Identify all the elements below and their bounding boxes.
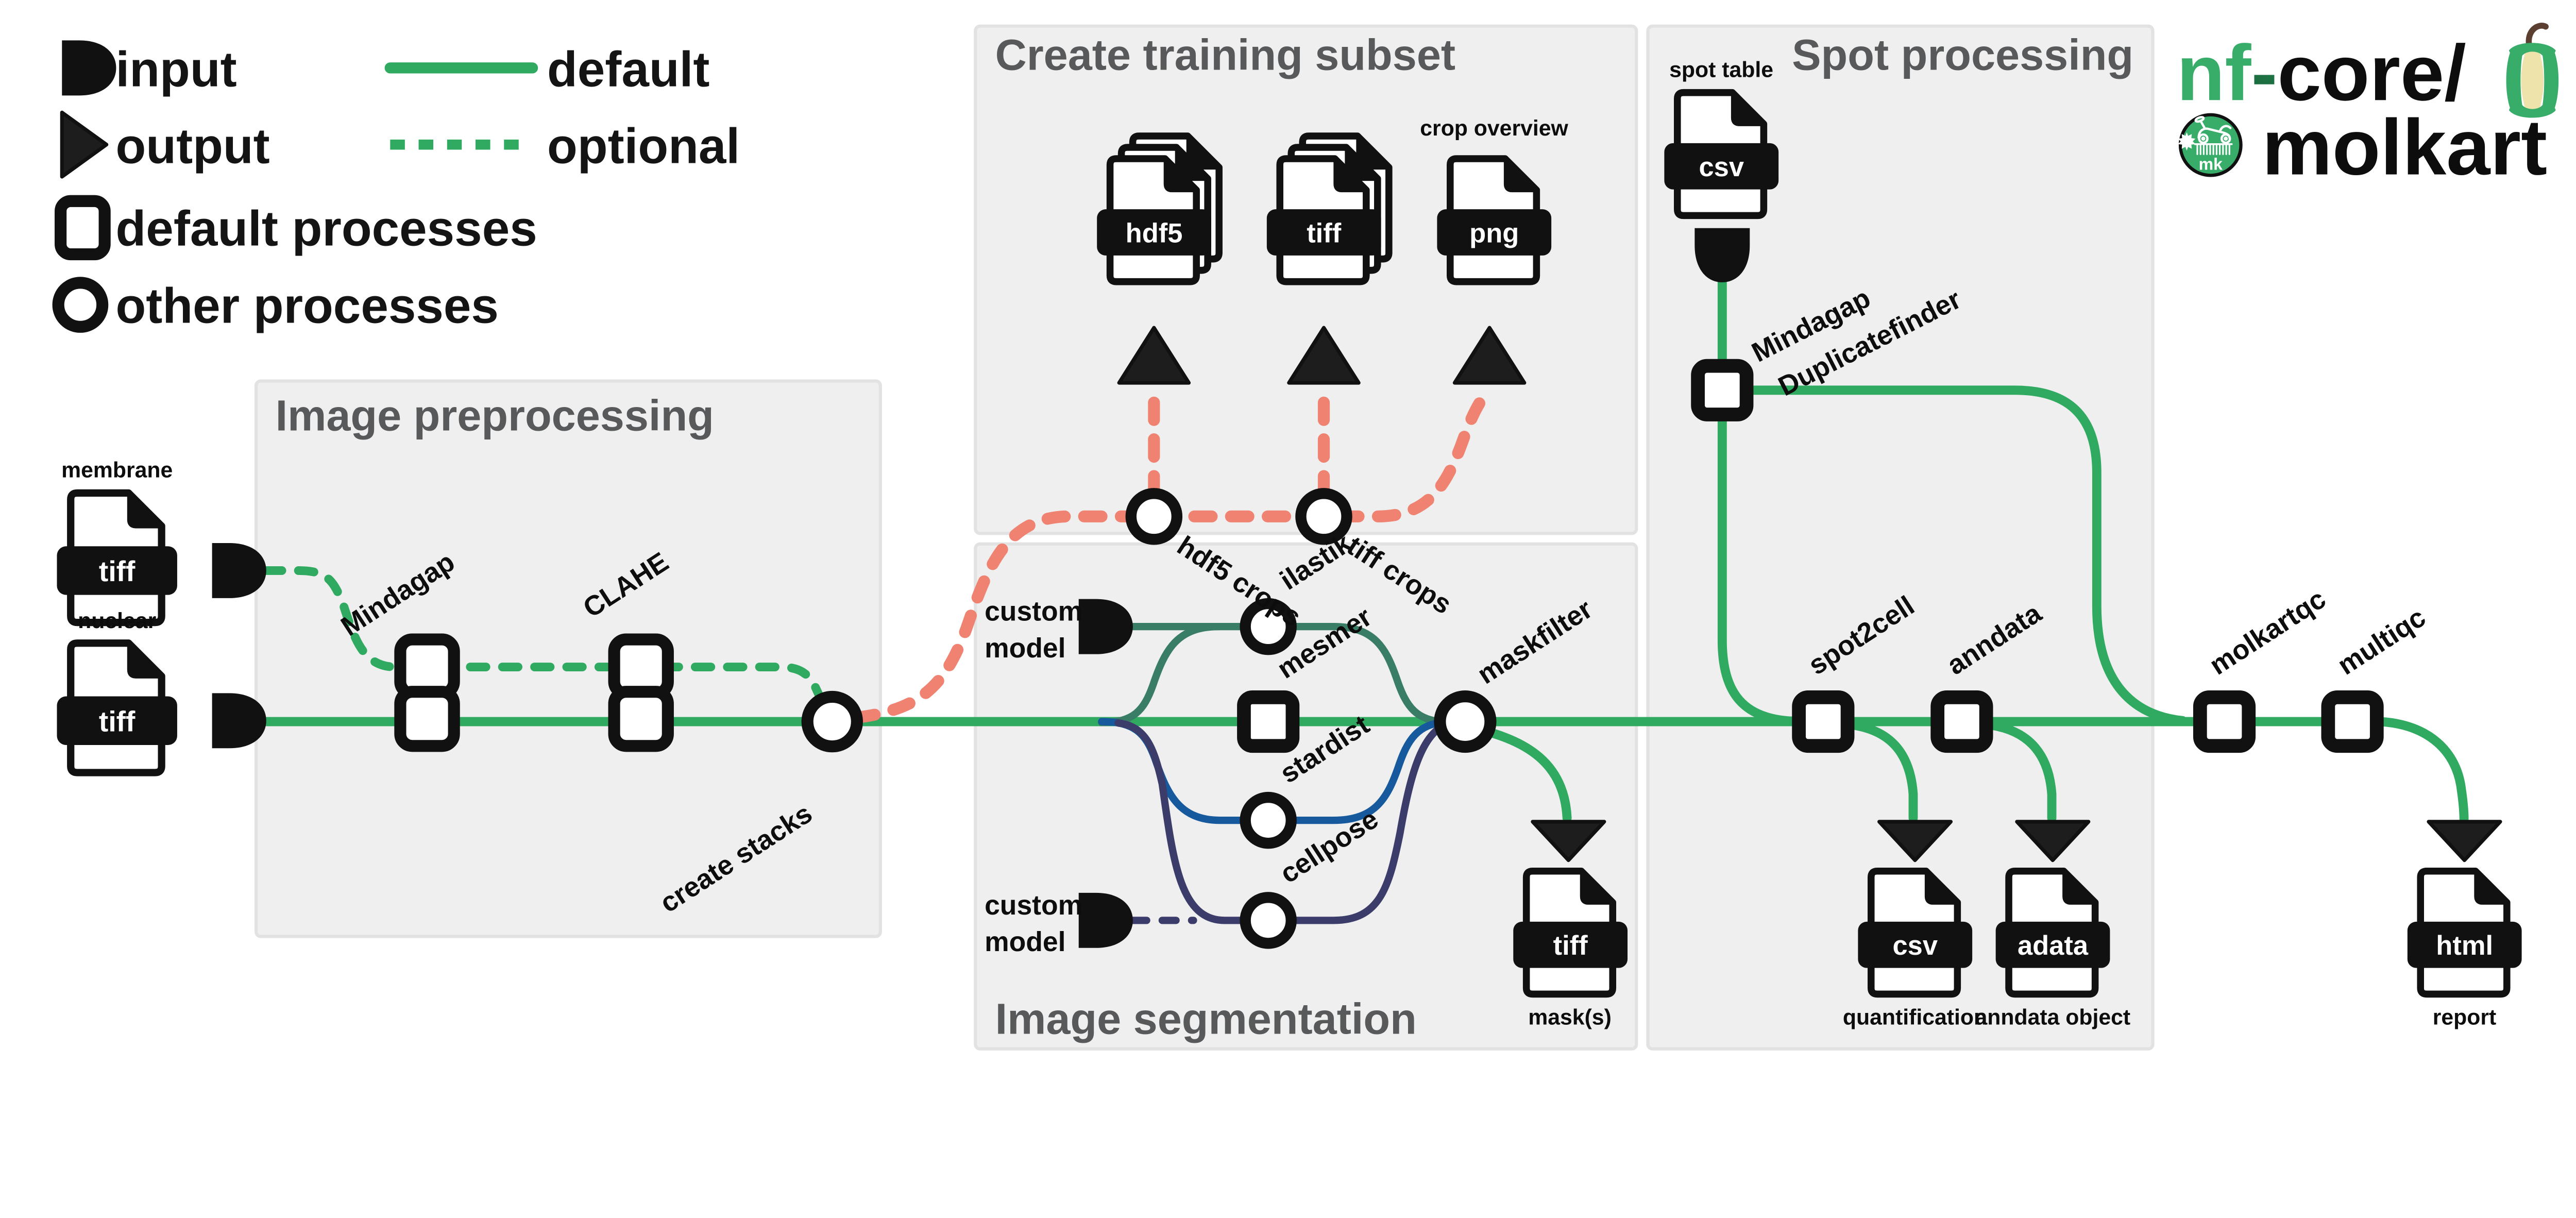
legend-default-process-icon bbox=[55, 195, 111, 261]
multiqc-process bbox=[2321, 690, 2384, 753]
crop-overview-file: png bbox=[1437, 159, 1551, 282]
spot-table-file-ext: csv bbox=[1699, 153, 1744, 182]
apple-core-icon bbox=[2506, 23, 2559, 118]
custom-model-bottom-line1: custom bbox=[985, 890, 1082, 921]
duplicatefinder-to-molkartqc-line bbox=[1748, 385, 2188, 725]
membrane-file-ext: tiff bbox=[99, 555, 135, 587]
quantification-output-triangle bbox=[1877, 820, 1953, 862]
masks-file: tiff bbox=[1513, 871, 1628, 994]
mesmer-process bbox=[1237, 690, 1300, 753]
masks-file-ext: tiff bbox=[1553, 931, 1588, 961]
mindagap-duplicatefinder-process bbox=[1691, 359, 1754, 421]
anndata-output-triangle bbox=[2015, 820, 2091, 862]
anndata-object-label: anndata object bbox=[1975, 1005, 2130, 1030]
nuclear-label: nuclear bbox=[78, 608, 156, 633]
training-subset-line bbox=[851, 384, 1495, 724]
report-file: html bbox=[2408, 871, 2522, 994]
ilastik-line bbox=[1129, 623, 1450, 726]
report-label: report bbox=[2433, 1005, 2497, 1030]
tiff-crops-process bbox=[1295, 488, 1352, 545]
logo-core: core/ bbox=[2278, 29, 2466, 117]
legend-optional-line-label: optional bbox=[547, 119, 740, 174]
nf-core-molkart-logo: nf-core/ molkart bbox=[2177, 23, 2559, 192]
custom-model-bottom-line2: model bbox=[985, 927, 1065, 957]
clahe-process bbox=[614, 639, 668, 746]
report-output-triangle bbox=[2427, 820, 2502, 862]
maskfilter-process bbox=[1434, 690, 1497, 753]
custom-model-bottom-label: custom model bbox=[985, 890, 1090, 957]
logo-nf: nf bbox=[2177, 29, 2252, 117]
spot-table-label: spot table bbox=[1669, 58, 1773, 82]
legend-input-icon bbox=[62, 40, 116, 96]
tiff-output-triangle bbox=[1287, 326, 1361, 385]
title-image-preprocessing: Image preprocessing bbox=[276, 391, 714, 440]
title-spot-processing: Spot processing bbox=[1792, 30, 2133, 79]
png-output-triangle bbox=[1452, 326, 1527, 385]
hdf5-crops-file: hdf5 bbox=[1097, 136, 1219, 282]
legend-output-label: output bbox=[116, 119, 270, 174]
crop-overview-label: crop overview bbox=[1420, 116, 1568, 141]
tiff-crops-file-ext: tiff bbox=[1307, 219, 1342, 249]
legend-output-icon bbox=[60, 110, 109, 179]
custom-model-top-line2: model bbox=[985, 633, 1065, 664]
box-spot-processing bbox=[1646, 24, 2155, 1051]
crop-overview-file-ext: png bbox=[1469, 219, 1519, 249]
legend-input-label: input bbox=[116, 42, 237, 97]
spot-table-file: csv bbox=[1664, 93, 1778, 216]
anndata-object-file-ext: adata bbox=[2018, 931, 2089, 961]
anndata-process bbox=[1930, 690, 1993, 753]
molkartqc-process bbox=[2193, 690, 2256, 753]
output-triangles bbox=[1117, 326, 2502, 862]
report-file-ext: html bbox=[2436, 931, 2493, 961]
stardist-process bbox=[1240, 791, 1297, 849]
spot2cell-process bbox=[1792, 690, 1855, 753]
optional-membrane-line bbox=[262, 566, 836, 721]
mk-badge: mk bbox=[2178, 113, 2243, 177]
nuclear-file-ext: tiff bbox=[99, 705, 135, 737]
custom-model-top-line1: custom bbox=[985, 597, 1082, 627]
molkartqc-label: molkartqc bbox=[2205, 584, 2331, 681]
legend-default-processes-label: default processes bbox=[116, 201, 537, 257]
logo-molkart: molkart bbox=[2262, 104, 2548, 192]
spot2cell-output-line bbox=[1850, 720, 1918, 823]
tiff-crops-file: tiff bbox=[1267, 136, 1389, 282]
go-kart-icon bbox=[2178, 116, 2233, 155]
membrane-file: tiff bbox=[57, 493, 177, 622]
nf-core-wordmark: nf-core/ bbox=[2177, 29, 2466, 117]
duplicatefinder-to-spot2cell-line bbox=[1717, 410, 1798, 726]
quantification-file: csv bbox=[1858, 871, 1972, 994]
quantification-label: quantification bbox=[1843, 1005, 1987, 1030]
multiqc-label: multiqc bbox=[2332, 602, 2431, 681]
legend-default-line-label: default bbox=[547, 42, 709, 97]
cellpose-process bbox=[1240, 892, 1297, 949]
molkart-pipeline-svg: Image preprocessing Create training subs… bbox=[52, 23, 2559, 1051]
ilastik-process bbox=[1240, 598, 1297, 655]
title-create-training-subset: Create training subset bbox=[995, 30, 1455, 79]
nuclear-file: tiff bbox=[57, 643, 177, 772]
hdf5-crops-process bbox=[1125, 488, 1183, 545]
box-image-preprocessing bbox=[255, 379, 882, 938]
hdf5-output-triangle bbox=[1117, 326, 1191, 385]
quantification-file-ext: csv bbox=[1892, 931, 1938, 961]
multiqc-output-line bbox=[2375, 717, 2469, 824]
mindagap-process bbox=[400, 639, 454, 746]
logo-hyphen: - bbox=[2251, 29, 2278, 117]
mk-badge-label: mk bbox=[2199, 155, 2223, 174]
pipeline-diagram: Image preprocessing Create training subs… bbox=[52, 23, 2559, 1051]
anndata-output-line bbox=[1987, 720, 2057, 823]
legend-other-process-icon bbox=[52, 277, 109, 333]
hdf5-crops-file-ext: hdf5 bbox=[1126, 219, 1183, 249]
ilastik-fork-line bbox=[1098, 623, 1223, 726]
pipeline-lines bbox=[261, 270, 2469, 924]
create-stacks-process bbox=[801, 690, 863, 753]
legend-other-processes-label: other processes bbox=[116, 278, 499, 333]
membrane-label: membrane bbox=[61, 458, 173, 483]
legend: input output default processes other pro… bbox=[52, 40, 740, 333]
anndata-object-file: adata bbox=[1996, 871, 2110, 994]
masks-label: mask(s) bbox=[1528, 1005, 1612, 1030]
cellpose-line bbox=[1114, 719, 1456, 924]
custom-model-top-label: custom model bbox=[985, 597, 1090, 664]
title-image-segmentation: Image segmentation bbox=[995, 994, 1417, 1043]
masks-output-triangle bbox=[1531, 820, 1606, 862]
